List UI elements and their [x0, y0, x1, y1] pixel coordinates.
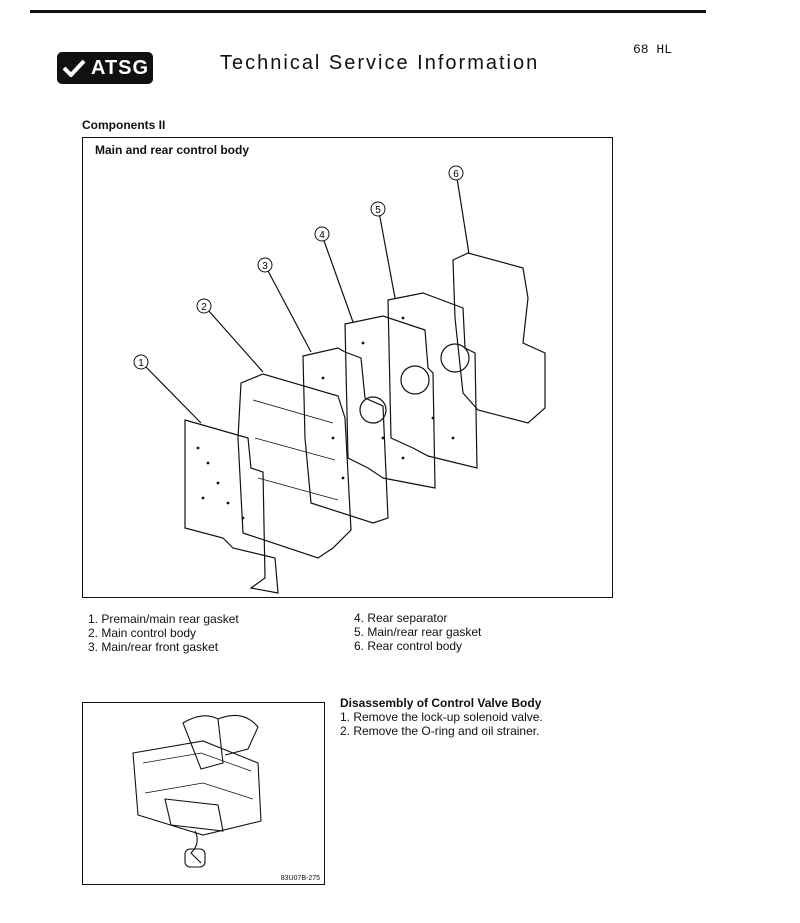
rear-control-body-outline: [452, 252, 546, 424]
separator-4-outline: [344, 315, 436, 489]
solenoid-removal-drawing: [132, 714, 262, 868]
exploded-view-drawing: 1 2 3 4 5 6: [133, 165, 546, 594]
legend-item: 6. Rear control body: [354, 639, 463, 653]
legend-item: 2. Main control body: [88, 626, 197, 640]
header-rule: [30, 10, 706, 13]
figure-title: Main and rear control body: [95, 143, 250, 157]
exploded-view-figure: Main and rear control body: [82, 137, 613, 598]
section-title: Components II: [82, 118, 166, 132]
callout-5: 5: [370, 201, 386, 217]
atsg-logo: ATSG: [57, 52, 153, 84]
page-id: 68 HL: [633, 42, 673, 57]
disassembly-steps: 1. Remove the lock-up solenoid valve. 2.…: [340, 710, 543, 738]
disassembly-title: Disassembly of Control Valve Body: [340, 696, 542, 710]
main-control-body-outline: [237, 373, 352, 559]
page-title: Technical Service Information: [220, 52, 540, 74]
check-mark-icon: [59, 54, 89, 82]
legend-item: 4. Rear separator: [354, 611, 448, 625]
callout-1-label: 1: [138, 358, 144, 369]
step-item: 1. Remove the lock-up solenoid valve.: [340, 710, 543, 724]
callout-6-label: 6: [453, 169, 459, 180]
logo-text: ATSG: [91, 56, 150, 79]
callout-6: 6: [448, 165, 464, 181]
gasket-5-outline: [387, 292, 478, 469]
callout-5-label: 5: [375, 205, 381, 216]
legend-item: 5. Main/rear rear gasket: [354, 625, 482, 639]
step-item: 2. Remove the O-ring and oil strainer.: [340, 724, 540, 738]
legend-right: 4. Rear separator 5. Main/rear rear gask…: [354, 611, 481, 653]
gasket-3-outline: [302, 347, 389, 524]
figure-code: 83U07B-275: [280, 875, 320, 882]
callout-3: 3: [257, 257, 273, 273]
legend-left: 1. Premain/main rear gasket 2. Main cont…: [88, 612, 239, 654]
legend-item: 1. Premain/main rear gasket: [88, 612, 239, 626]
callout-1: 1: [133, 354, 149, 370]
solenoid-removal-figure: 83U07B-275: [82, 702, 325, 885]
gasket-1-outline: [184, 419, 279, 594]
legend-item: 3. Main/rear front gasket: [88, 640, 219, 654]
callout-4: 4: [314, 226, 330, 242]
callout-4-label: 4: [319, 230, 325, 241]
callout-group: 1 2 3 4 5 6: [133, 165, 464, 370]
callout-2-label: 2: [201, 302, 207, 313]
callout-2: 2: [196, 298, 212, 314]
callout-3-label: 3: [262, 261, 268, 272]
